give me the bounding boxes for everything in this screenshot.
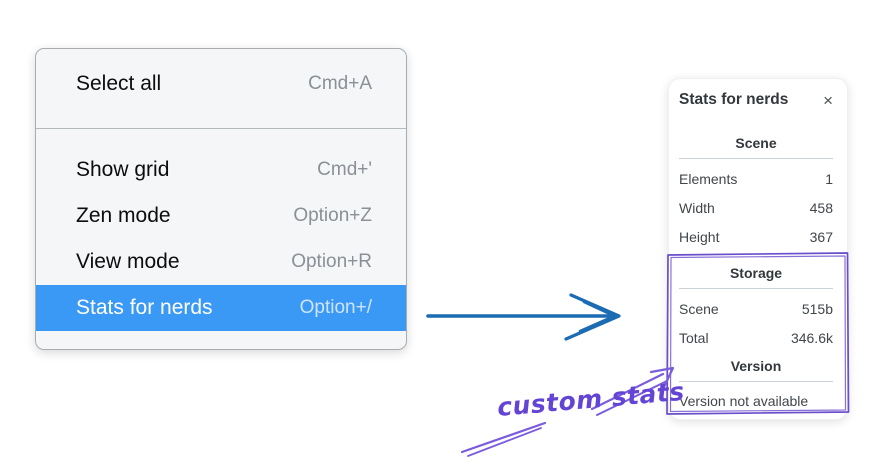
stats-panel-header: Stats for nerds × [679,91,833,109]
stat-value: 367 [809,228,833,245]
flow-arrow [426,293,621,341]
section-divider [679,158,833,159]
stats-panel-title: Stats for nerds [679,91,789,108]
stat-row-width: Width 458 [679,193,833,222]
version-note: Version not available [679,393,809,409]
stat-value: 1 [825,170,833,187]
stat-row-scene-storage: Scene 515b [679,294,833,323]
section-heading-storage: Storage [729,265,783,281]
annotation-label: custom stats [496,377,686,422]
section-divider [679,288,833,289]
context-menu: Select all Cmd+A Show grid Cmd+' Zen mod… [35,48,407,350]
stat-label: Width [679,199,715,216]
section-heading-scene: Scene [735,135,777,151]
menu-item-stats-for-nerds[interactable]: Stats for nerds Option+/ [36,285,406,331]
menu-item-shortcut: Cmd+A [308,73,372,94]
annotation-arrow [460,366,675,457]
stats-panel: Stats for nerds × Scene Elements 1 Width… [668,78,848,420]
menu-item-label: Stats for nerds [76,296,213,319]
menu-item-zen-mode[interactable]: Zen mode Option+Z [36,193,406,239]
menu-item-label: Zen mode [76,204,171,227]
menu-item-view-mode[interactable]: View mode Option+R [36,239,406,285]
menu-item-shortcut: Option+/ [299,297,372,318]
close-icon[interactable]: × [823,90,833,110]
menu-item-show-grid[interactable]: Show grid Cmd+' [36,147,406,193]
stat-row-total-storage: Total 346.6k [679,323,833,352]
section-heading-version: Version [730,358,782,374]
menu-item-shortcut: Option+Z [293,205,372,226]
section-divider [679,381,833,382]
menu-item-label: Show grid [76,158,170,181]
stat-label: Height [679,228,720,245]
stat-value: 346.6k [790,329,833,346]
menu-item-shortcut: Cmd+' [317,159,372,180]
stat-row-height: Height 367 [679,222,833,251]
menu-divider [36,128,406,129]
stat-label: Total [679,329,709,346]
stat-label: Elements [679,170,738,187]
menu-item-select-all[interactable]: Select all Cmd+A [36,59,406,109]
stat-row-elements: Elements 1 [679,164,833,193]
stat-value: 458 [809,199,833,216]
menu-item-label: Select all [76,72,162,95]
menu-item-label: View mode [76,250,180,273]
menu-item-shortcut: Option+R [291,251,372,272]
stat-value: 515b [801,300,833,317]
stat-label: Scene [679,300,719,317]
